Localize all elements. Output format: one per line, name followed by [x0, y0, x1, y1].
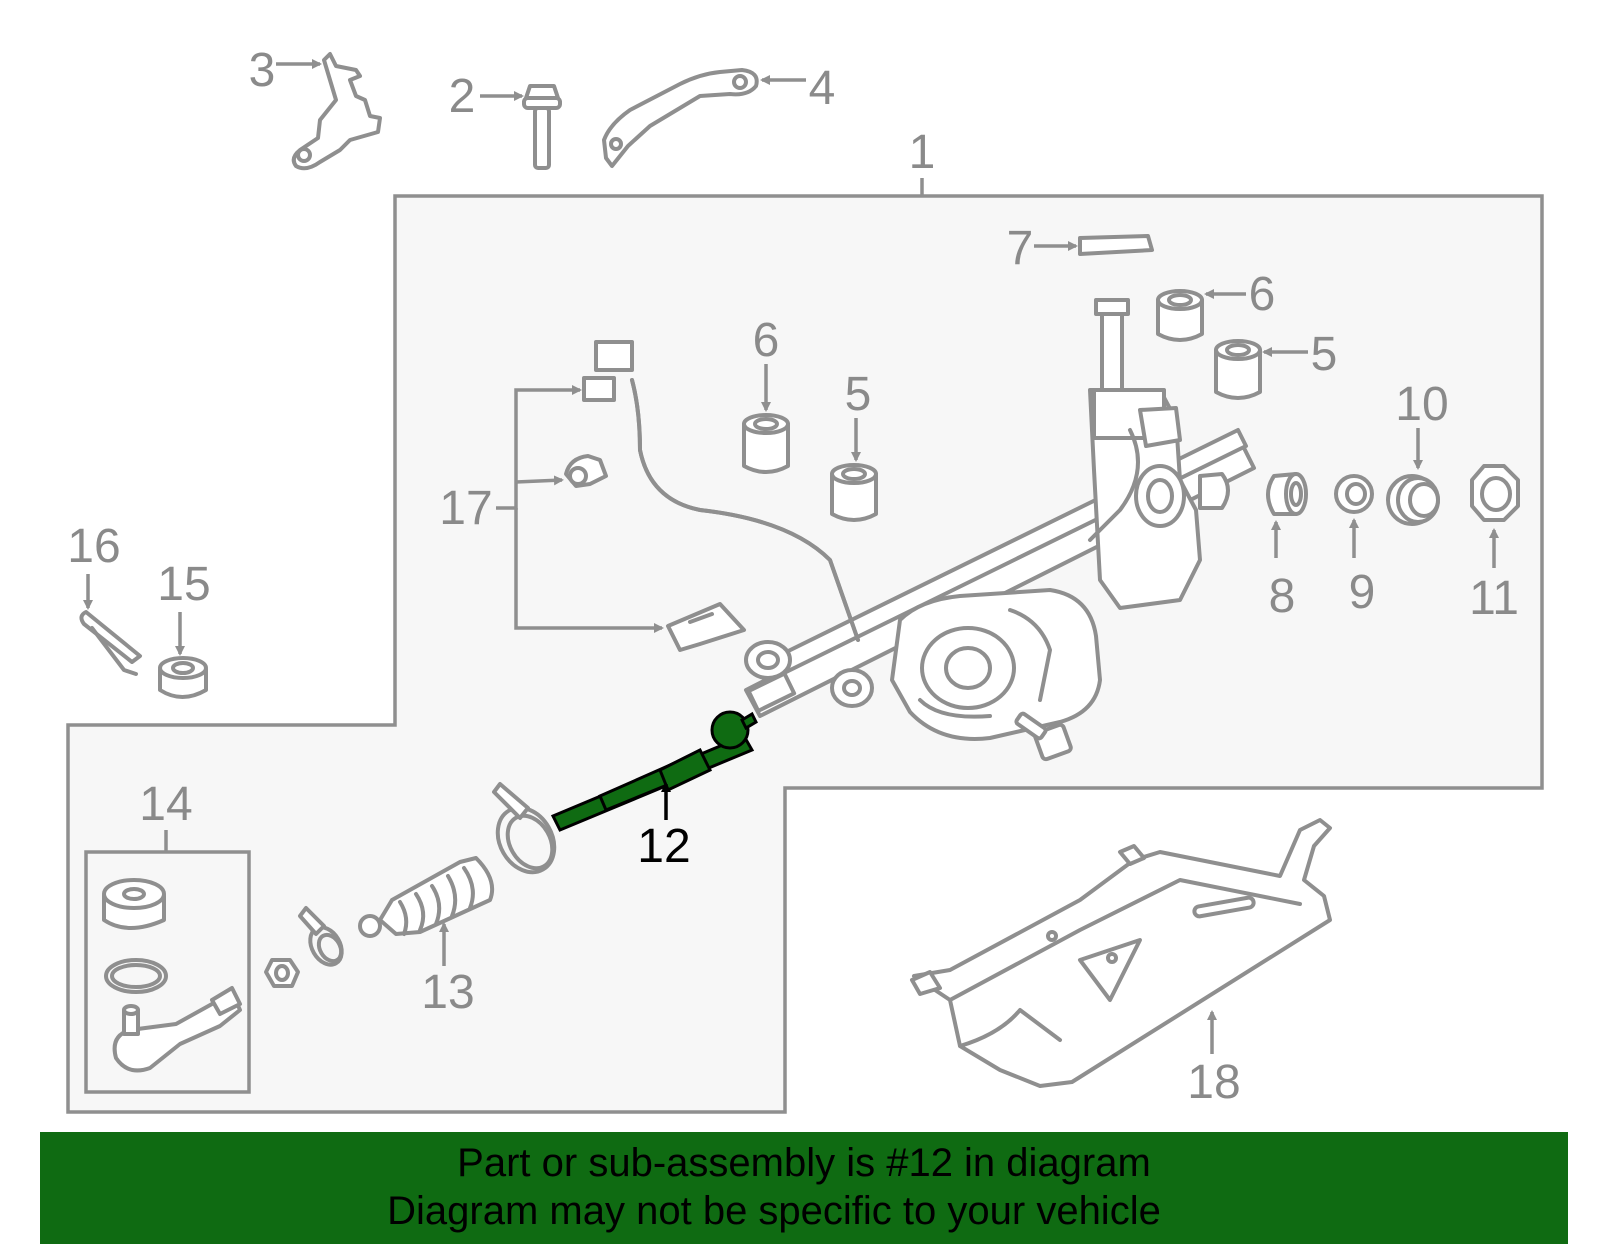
leader-17b	[515, 475, 564, 486]
callout-2: 2	[449, 70, 476, 123]
callout-18: 18	[1187, 1056, 1240, 1109]
banner-line-1: Part or sub-assembly is #12 in diagram	[457, 1141, 1151, 1185]
part-3-bracket	[291, 52, 382, 171]
leader-17c	[514, 508, 664, 633]
callout-3: 3	[249, 44, 276, 97]
boot-clamp-small	[298, 906, 344, 967]
part-5-bushing-right	[1214, 339, 1262, 400]
banner-line-2: Diagram may not be specific to your vehi…	[387, 1189, 1161, 1233]
callout-7: 7	[1007, 222, 1034, 275]
callout-14: 14	[139, 778, 192, 831]
callout-1: 1	[909, 126, 936, 179]
callout-5-left: 5	[845, 368, 872, 421]
part-6-bushing-right	[1156, 289, 1204, 342]
callout-4: 4	[809, 62, 836, 115]
callout-15: 15	[157, 558, 210, 611]
part-6-bushing-left	[742, 413, 790, 474]
callout-6-right: 6	[1249, 268, 1276, 321]
callout-11: 11	[1469, 572, 1519, 625]
callout-8: 8	[1269, 570, 1296, 623]
part-10-seal	[1386, 474, 1440, 526]
part-5-bushing-left	[830, 463, 878, 522]
callout-16: 16	[67, 520, 120, 573]
part-18-skid-plate	[910, 818, 1332, 1088]
leader-17a	[496, 385, 582, 510]
part-17-connectors	[564, 340, 746, 652]
part-12-inner-tie-rod	[550, 710, 758, 832]
callout-17: 17	[439, 482, 492, 535]
part-14-tie-rod-end	[102, 878, 242, 1073]
part-13-boot	[358, 856, 495, 938]
part-2-bolt	[522, 84, 562, 170]
callout-12: 12	[637, 820, 690, 873]
steering-rack	[630, 298, 1256, 741]
callout-5-right: 5	[1311, 328, 1338, 381]
part-4-bracket	[602, 68, 759, 168]
callout-13: 13	[421, 966, 474, 1019]
callout-10: 10	[1395, 378, 1448, 431]
boot-clamp-large	[492, 782, 557, 875]
part-15-castle-nut	[158, 656, 208, 699]
callout-9: 9	[1349, 566, 1376, 619]
part-9-washer	[1334, 474, 1374, 514]
part-info-banner: Part or sub-assembly is #12 in diagram D…	[40, 1132, 1568, 1244]
callout-6-left: 6	[753, 314, 780, 367]
part-8-sleeve	[1266, 472, 1308, 516]
tie-rod-jam-nut	[264, 958, 300, 988]
part-11-nut	[1470, 464, 1520, 522]
part-16-cotter-pin	[79, 610, 142, 676]
part-7-plate	[1078, 234, 1154, 256]
rack-mount-bolt	[1014, 711, 1073, 762]
